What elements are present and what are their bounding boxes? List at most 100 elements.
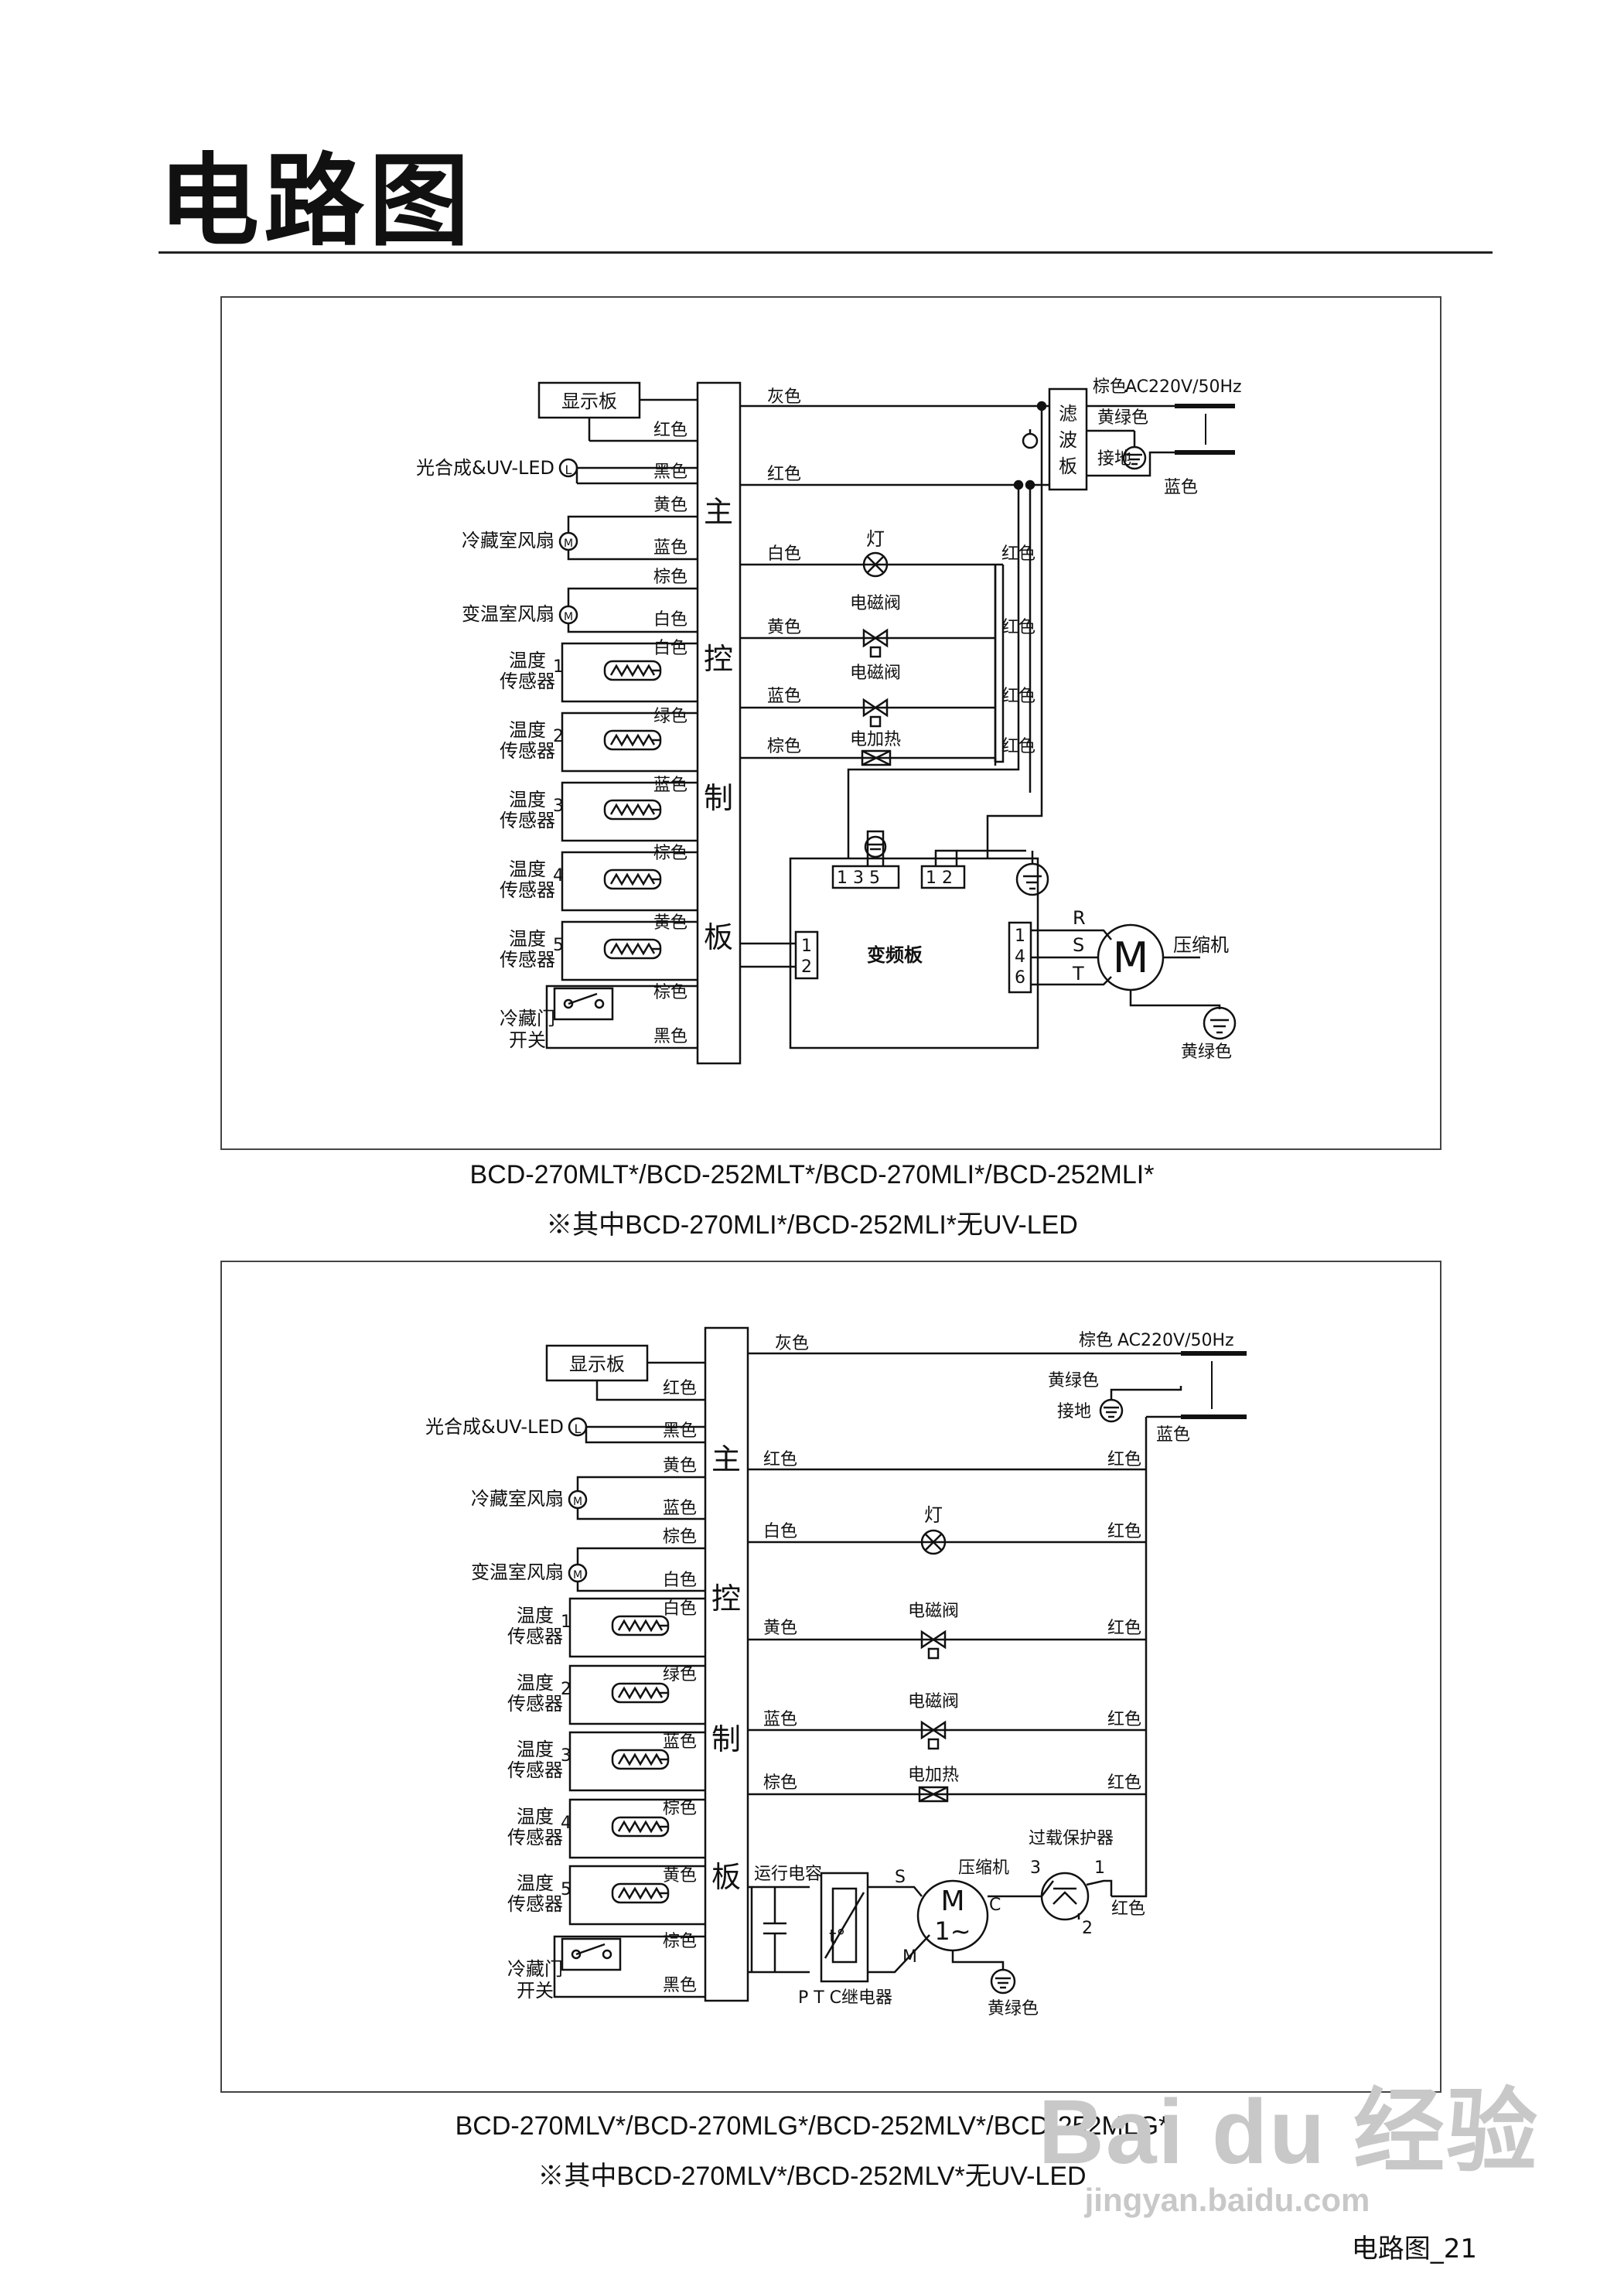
inv-left-pin-2: 2 bbox=[801, 957, 812, 977]
d1-power-blue: 蓝色 bbox=[1164, 478, 1198, 497]
inv-right-pin-4: 4 bbox=[1015, 947, 1025, 967]
d1-valve1-label: 电磁阀 bbox=[850, 594, 901, 613]
diagram-2-caption-1: BCD-270MLV*/BCD-270MLG*/BCD-252MLV*/BCD-… bbox=[455, 2111, 1169, 2141]
comp-ground-icon bbox=[1203, 1006, 1237, 1040]
d2-left-wire-11: 黄色 bbox=[663, 1866, 697, 1885]
diagram1-sensor-1-label-b: 传感器 bbox=[500, 671, 555, 692]
diagram-1-caption-1: BCD-270MLT*/BCD-252MLT*/BCD-270MLI*/BCD-… bbox=[469, 1160, 1155, 1189]
inverter-pins-top-right: 1 2 bbox=[926, 868, 953, 888]
d2-uv-led-label: 光合成&UV-LED bbox=[425, 1416, 564, 1438]
d1-right-yellow: 黄色 bbox=[767, 618, 801, 637]
d1-left-wire-5: 棕色 bbox=[653, 568, 687, 587]
inverter-board bbox=[789, 857, 1039, 1049]
d2-right-red-2: 红色 bbox=[1107, 1522, 1141, 1541]
d2-left-wire-12: 棕色 bbox=[663, 1932, 697, 1951]
d2-power-brown: 棕色 bbox=[1079, 1331, 1113, 1350]
diagram-2-panel: 主 控 制 板 显示板 红色 黑色 黄色 蓝色 棕色 白色 白色 绿色 蓝色 棕… bbox=[220, 1261, 1441, 2093]
d2-main-board-char-1: 主 bbox=[711, 1442, 741, 1476]
inv-ground-icon bbox=[1015, 862, 1049, 896]
diagram2-sensor-1-label-a: 温度 bbox=[517, 1605, 554, 1626]
d2-left-wire-6: 白色 bbox=[663, 1571, 697, 1590]
diagram2-sensor-4-label-b: 传感器 bbox=[507, 1827, 563, 1848]
svg-text:M: M bbox=[564, 611, 573, 623]
diagram2-sensor-2-label-a: 温度 bbox=[517, 1672, 554, 1694]
d2-comp-ground-icon bbox=[990, 1968, 1016, 1995]
d2-s: S bbox=[895, 1868, 906, 1887]
d1-s: S bbox=[1073, 934, 1084, 956]
d2-right-yellow: 黄色 bbox=[763, 1619, 797, 1638]
inv-left-pin-1: 1 bbox=[801, 937, 812, 956]
d2-left-wire-4: 蓝色 bbox=[663, 1499, 697, 1518]
diagram2-sensor-4-label-a: 温度 bbox=[517, 1806, 554, 1827]
door-label-b: 开关 bbox=[509, 1029, 546, 1051]
fridge-fan-label: 冷藏室风扇 bbox=[462, 530, 554, 551]
filter-char-1: 滤 bbox=[1059, 403, 1077, 425]
diagram2-sensor-5-label-b: 传感器 bbox=[507, 1893, 563, 1915]
d1-power-spec: AC220V/50Hz bbox=[1125, 377, 1242, 397]
d2-p2: 2 bbox=[1082, 1919, 1093, 1938]
diagram-1-caption-2: ※其中BCD-270MLI*/BCD-252MLI*无UV-LED bbox=[546, 1210, 1078, 1240]
d1-right-red-top: 红色 bbox=[767, 465, 801, 484]
diagram1-sensor-1-number: 1 bbox=[553, 657, 564, 677]
diagram1-sensor-2-number: 2 bbox=[553, 727, 564, 746]
valve-2-icon bbox=[862, 698, 889, 728]
d2-p3: 3 bbox=[1030, 1858, 1041, 1878]
d2-ptc-t: t° bbox=[829, 1926, 845, 1947]
d2-valve1-label: 电磁阀 bbox=[908, 1602, 959, 1621]
diagram2-sensor-4-number: 4 bbox=[561, 1814, 571, 1833]
d1-power-brown: 棕色 bbox=[1093, 377, 1127, 397]
inv-right-pin-1: 1 bbox=[1015, 927, 1025, 946]
d2-main-board-char-2: 控 bbox=[711, 1582, 741, 1616]
d2-heater-label: 电加热 bbox=[908, 1766, 959, 1785]
door-switch-icon bbox=[553, 987, 614, 1021]
d2-door-label-b: 开关 bbox=[517, 1980, 554, 2001]
d2-overload-label: 过载保护器 bbox=[1029, 1829, 1114, 1848]
d2-power-blue: 蓝色 bbox=[1156, 1425, 1190, 1445]
svg-text:M: M bbox=[564, 537, 573, 550]
diagram2-sensor-1-label-b: 传感器 bbox=[507, 1626, 563, 1647]
d1-comp-ground-label: 黄绿色 bbox=[1181, 1043, 1232, 1062]
d2-main-board-char-3: 制 bbox=[711, 1722, 741, 1756]
d2-power-ground: 接地 bbox=[1057, 1402, 1091, 1421]
d2-left-wire-7: 白色 bbox=[663, 1599, 697, 1619]
door-label-a: 冷藏门 bbox=[500, 1008, 555, 1029]
d1-left-wire-13: 黑色 bbox=[653, 1027, 687, 1046]
d1-left-wire-8: 绿色 bbox=[653, 707, 687, 726]
filter-board bbox=[1048, 387, 1088, 491]
diagram2-sensor-3-label-a: 温度 bbox=[517, 1739, 554, 1760]
filter-char-2: 波 bbox=[1059, 429, 1077, 451]
title-divider bbox=[159, 251, 1493, 254]
d2-valve-1-icon bbox=[920, 1629, 947, 1660]
d2-left-wire-10: 棕色 bbox=[663, 1799, 697, 1818]
d2-left-wire-5: 棕色 bbox=[663, 1527, 697, 1547]
uv-led-label: 光合成&UV-LED bbox=[416, 457, 554, 479]
d2-right-gray: 灰色 bbox=[775, 1334, 809, 1353]
page-footer: 电路图_21 bbox=[1351, 2234, 1477, 2264]
d2-ground-icon bbox=[1099, 1398, 1124, 1423]
diagram2-sensor-5-label-a: 温度 bbox=[517, 1872, 554, 1894]
d1-power-yg: 黄绿色 bbox=[1097, 408, 1148, 428]
d2-comp-ground-label: 黄绿色 bbox=[988, 1999, 1039, 2019]
diagram1-sensor-3-number: 3 bbox=[553, 797, 564, 816]
d2-heater-icon bbox=[918, 1786, 949, 1803]
d2-p1: 1 bbox=[1094, 1858, 1105, 1878]
d2-power-yg: 黄绿色 bbox=[1048, 1371, 1099, 1391]
d2-m-term: M bbox=[902, 1947, 917, 1967]
d1-r: R bbox=[1073, 907, 1086, 929]
d2-right-red: 红色 bbox=[763, 1450, 797, 1469]
overload-protector-icon bbox=[1040, 1872, 1090, 1921]
d2-run-cap-label: 运行电容 bbox=[754, 1865, 822, 1884]
d1-right-brown: 棕色 bbox=[767, 737, 801, 756]
d1-left-wire-4: 蓝色 bbox=[653, 538, 687, 558]
d2-lamp-icon bbox=[920, 1529, 947, 1555]
d2-door-switch-icon bbox=[561, 1937, 622, 1971]
diagram1-sensor-2-label-b: 传感器 bbox=[500, 740, 555, 762]
inverter-pins-top-left: 1 3 5 bbox=[837, 868, 880, 888]
svg-text:L: L bbox=[565, 462, 572, 477]
circuit-diagram-1: 主 控 制 板 显示板 红色 黑色 黄色 蓝色 棕色 白色 白色 绿色 蓝色 棕… bbox=[416, 377, 1242, 1065]
